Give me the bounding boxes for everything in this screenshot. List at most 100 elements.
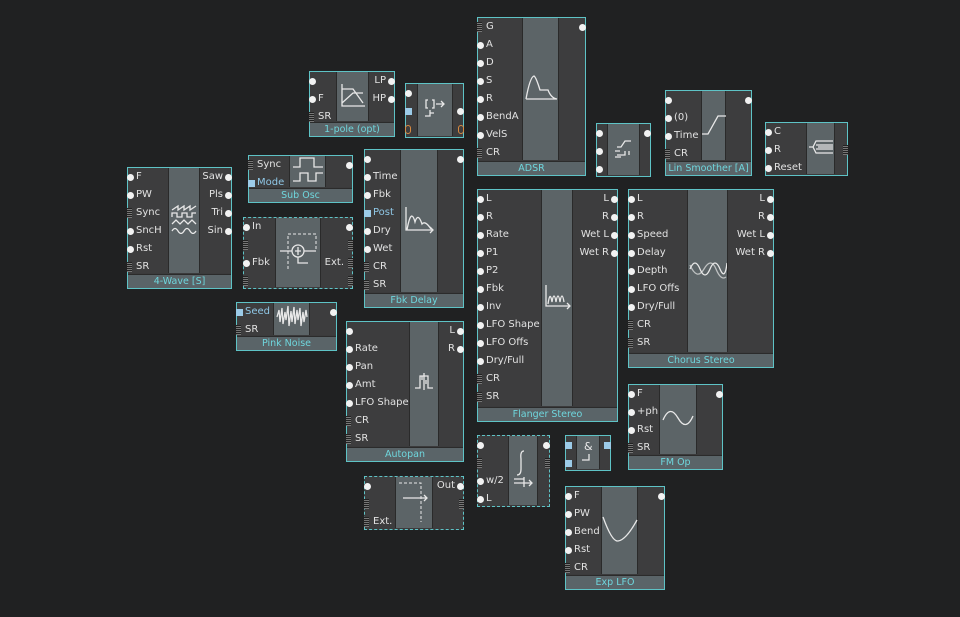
module-sendmod[interactable] [405,83,464,138]
dot-port-icon[interactable] [477,495,484,503]
dot-port-icon[interactable] [767,195,774,203]
output-port[interactable]: Wet R [579,244,618,262]
module-display[interactable] [523,18,559,160]
dot-port-icon[interactable] [628,303,635,311]
input-port[interactable]: F [565,487,580,505]
dot-port-icon[interactable] [364,227,371,235]
output-port[interactable]: R [602,208,618,226]
output-port[interactable] [455,150,464,168]
output-port[interactable] [577,18,586,36]
stripe-port-icon[interactable] [843,145,848,155]
output-port[interactable]: Wet L [737,226,774,244]
module-display[interactable] [276,218,321,287]
input-port[interactable]: LFO Shape [346,394,409,412]
dot-port-icon[interactable] [477,285,484,293]
dot-port-icon[interactable] [364,245,371,253]
dot-port-icon[interactable] [364,191,371,199]
input-port[interactable]: VelS [477,126,507,144]
module-display[interactable] [608,124,640,175]
module-title[interactable]: Autopan [347,447,463,461]
input-port[interactable]: SR [364,276,386,294]
output-port[interactable]: Wet R [735,244,774,262]
stripe-port-icon[interactable] [628,443,633,453]
dot-port-icon[interactable] [628,195,635,203]
input-port[interactable]: LFO Shape [477,316,540,334]
dot-port-icon[interactable] [346,399,353,407]
dot-port-icon[interactable] [477,267,484,275]
output-port[interactable] [743,91,752,109]
input-port[interactable]: PW [127,186,152,204]
input-port[interactable] [364,477,373,495]
input-port[interactable]: Rate [346,340,378,358]
output-port[interactable]: LP [374,72,395,90]
stripe-port-icon[interactable] [309,112,314,122]
input-port[interactable]: Inv [477,298,501,316]
dot-port-icon[interactable] [364,173,371,181]
input-port[interactable]: CR [346,412,369,430]
input-port[interactable]: Bend [565,523,600,541]
output-port[interactable] [455,495,464,513]
input-port[interactable] [405,120,414,138]
input-port[interactable]: SR [628,439,650,457]
dot-port-icon[interactable] [611,231,618,239]
output-port[interactable]: R [758,208,774,226]
dot-port-icon[interactable] [243,259,250,267]
dot-port-icon[interactable] [765,128,772,136]
dot-port-icon[interactable] [767,249,774,257]
dot-port-icon[interactable] [346,363,353,371]
stripe-port-icon[interactable] [459,499,464,509]
input-port[interactable]: LFO Offs [628,280,679,298]
input-port[interactable] [665,91,674,109]
dot-port-icon[interactable] [665,114,672,122]
output-port[interactable]: Ext. [325,254,353,272]
output-port[interactable]: Wet L [581,226,618,244]
dot-port-icon[interactable] [665,132,672,140]
input-port[interactable]: Seed [236,303,270,321]
dot-port-icon[interactable] [716,390,723,398]
dot-port-icon[interactable] [477,339,484,347]
dot-port-icon[interactable] [457,107,464,115]
input-port[interactable]: Wet [364,240,392,258]
input-port[interactable]: P2 [477,262,498,280]
dot-port-icon[interactable] [628,249,635,257]
dot-port-icon[interactable] [596,129,603,137]
module-display[interactable] [410,322,439,446]
stripe-port-icon[interactable] [364,499,369,509]
square-port-icon[interactable] [604,441,611,449]
input-port[interactable]: Rate [477,226,509,244]
input-port[interactable]: LFO Offs [477,334,528,352]
dot-port-icon[interactable] [364,155,371,163]
input-port[interactable] [364,495,373,513]
input-port[interactable] [405,84,414,102]
module-display[interactable] [290,156,326,187]
dot-port-icon[interactable] [346,327,353,335]
module-title[interactable]: 4-Wave [S] [128,274,231,288]
dot-port-icon[interactable] [225,173,232,181]
module-display[interactable]: & [577,436,600,469]
dot-port-icon[interactable] [477,131,484,139]
dot-port-icon[interactable] [745,96,752,104]
input-port[interactable]: F [309,90,324,108]
input-port[interactable]: Dry/Full [628,298,675,316]
dot-port-icon[interactable] [225,191,232,199]
module-display[interactable] [396,477,433,528]
input-port[interactable]: CR [665,145,688,163]
stripe-port-icon[interactable] [248,160,253,170]
output-port[interactable] [455,120,464,138]
dot-port-icon[interactable] [628,408,635,416]
input-port[interactable]: SR [127,258,149,276]
stripe-port-icon[interactable] [243,240,248,250]
input-port[interactable]: Sync [127,204,160,222]
stripe-port-icon[interactable] [364,262,369,272]
input-port[interactable]: Amt [346,376,376,394]
dot-port-icon[interactable] [628,213,635,221]
stripe-port-icon[interactable] [346,434,351,444]
output-port[interactable] [714,385,723,403]
dot-port-icon[interactable] [477,441,484,449]
input-port[interactable]: F [127,168,142,186]
dot-port-icon[interactable] [477,477,484,485]
